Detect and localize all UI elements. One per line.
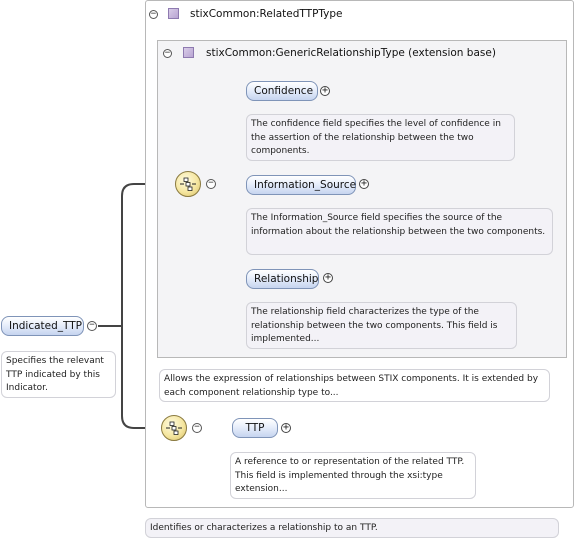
sequence-compositor-icon[interactable]	[161, 415, 187, 441]
outer-sequence-collapse-toggle[interactable]: −	[192, 423, 202, 433]
ttp-expand-toggle[interactable]: +	[281, 422, 291, 433]
root-collapse-toggle[interactable]: −	[87, 321, 97, 331]
complex-type-icon	[183, 47, 194, 58]
relationship-expand-toggle[interactable]: +	[323, 272, 333, 283]
information-source-doc: The Information_Source field specifies t…	[246, 208, 553, 255]
confidence-expand-toggle[interactable]: +	[320, 85, 330, 96]
sequence-icon	[166, 421, 182, 435]
element-confidence[interactable]: Confidence	[246, 81, 318, 101]
confidence-doc: The confidence field specifies the level…	[246, 114, 515, 161]
inner-type-doc: Allows the expression of relationships b…	[159, 369, 550, 402]
element-ttp[interactable]: TTP	[232, 418, 278, 438]
root-doc: Specifies the relevant TTP indicated by …	[1, 351, 116, 398]
inner-type-label: stixCommon:GenericRelationshipType (exte…	[206, 47, 496, 59]
element-information-source[interactable]: Information_Source	[246, 175, 356, 195]
relationship-doc: The relationship field characterizes the…	[246, 302, 517, 349]
sequence-collapse-toggle[interactable]: −	[206, 179, 216, 189]
information-source-expand-toggle[interactable]: +	[359, 178, 369, 189]
sequence-icon	[180, 177, 196, 191]
complex-type-icon	[168, 8, 179, 19]
ttp-doc: A reference to or representation of the …	[230, 452, 476, 499]
sequence-compositor-icon[interactable]	[175, 171, 201, 197]
outer-type-collapse-toggle[interactable]: −	[149, 9, 158, 19]
root-element-indicated-ttp[interactable]: Indicated_TTP	[1, 316, 84, 336]
inner-type-collapse-toggle[interactable]: −	[163, 48, 172, 58]
element-relationship[interactable]: Relationship	[246, 269, 319, 289]
outer-type-doc: Identifies or characterizes a relationsh…	[145, 518, 559, 538]
outer-type-label: stixCommon:RelatedTTPType	[190, 8, 343, 20]
